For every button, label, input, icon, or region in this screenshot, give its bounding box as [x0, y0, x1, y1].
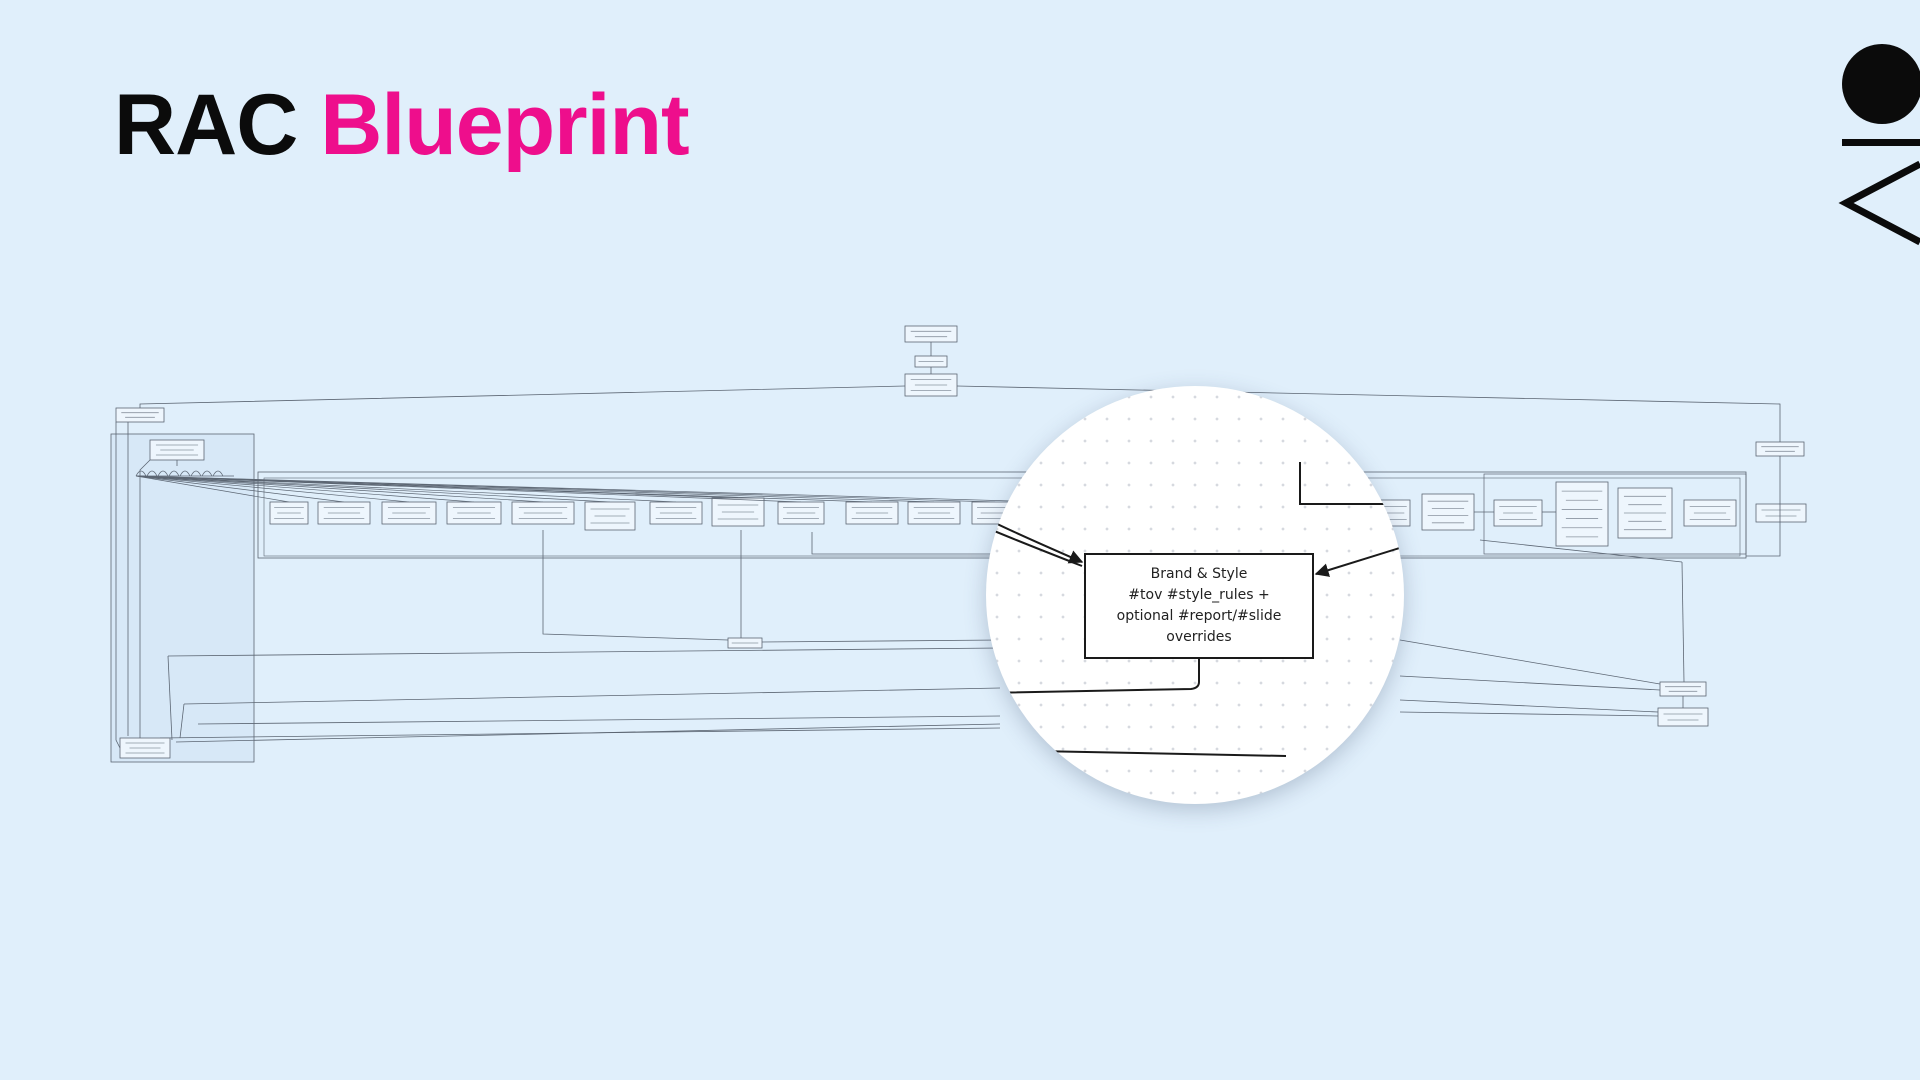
diagram-connector [135, 475, 410, 503]
node-line: overrides [1166, 629, 1232, 645]
diagram-connector [135, 475, 802, 503]
diagram-node [1555, 481, 1609, 547]
diagram-node [1659, 681, 1707, 697]
diagram-connector [135, 475, 475, 503]
diagram-node [1755, 503, 1807, 523]
diagram-connector [1681, 561, 1685, 683]
diagram-connector [167, 655, 173, 741]
diagram-node [115, 407, 165, 423]
diagram-connector [761, 639, 1001, 643]
diagram-connector [135, 475, 345, 503]
title-word-blueprint: Blueprint [320, 77, 689, 173]
diagram-connector [139, 459, 151, 738]
diagram-connector [1399, 699, 1659, 713]
diagram-connector [1399, 675, 1661, 691]
diagram-fan-arc [179, 470, 191, 477]
diagram-connector [1479, 539, 1683, 563]
diagram-fan-arc [168, 470, 180, 477]
node-line: #tov #style_rules + [1128, 587, 1270, 603]
diagram-connector [179, 703, 185, 739]
diagram-fan-arc [212, 470, 224, 477]
diagram-connector [183, 687, 1001, 705]
diagram-node [711, 497, 765, 527]
diagram-connector [135, 475, 677, 503]
zoom-magnifier: Brand & Style #tov #style_rules + option… [986, 386, 1404, 804]
diagram-connector [135, 475, 544, 503]
diagram-node [904, 325, 958, 343]
diagram-connector [1399, 639, 1661, 685]
page-title: RAC Blueprint [114, 82, 690, 168]
brand-style-node: Brand & Style #tov #style_rules + option… [1084, 553, 1314, 659]
diagram-fan-arc [157, 470, 169, 477]
diagram-node [1755, 441, 1805, 457]
diagram-fan-arc [201, 470, 213, 477]
diagram-fan-arc [146, 470, 158, 477]
diagram-connector [139, 385, 906, 414]
diagram-connector [159, 727, 1001, 739]
diagram-group-frame [110, 433, 255, 763]
title-word-rac: RAC [114, 77, 298, 173]
diagram-connector [811, 532, 1020, 555]
diagram-connector [135, 475, 611, 503]
diagram-connector [542, 530, 729, 641]
diagram-node [1657, 707, 1709, 727]
node-line: optional #report/#slide [1116, 608, 1282, 624]
diagram-node [1421, 493, 1475, 531]
diagram-group-frame [1483, 473, 1747, 555]
brand-logo-icon [1838, 44, 1920, 246]
zoom-connectors [986, 462, 1404, 757]
diagram-fan-arc [135, 470, 147, 477]
diagram-node [1493, 499, 1543, 527]
node-line: Brand & Style [1150, 566, 1248, 582]
diagram-connector [135, 475, 290, 503]
diagram-connector [167, 647, 1001, 657]
diagram-connector [135, 475, 1050, 503]
diagram-connector [115, 422, 121, 749]
diagram-connector [1746, 504, 1781, 557]
diagram-fan-arc [190, 470, 202, 477]
diagram-connector [197, 715, 1001, 725]
diagram-connector [1399, 711, 1659, 717]
